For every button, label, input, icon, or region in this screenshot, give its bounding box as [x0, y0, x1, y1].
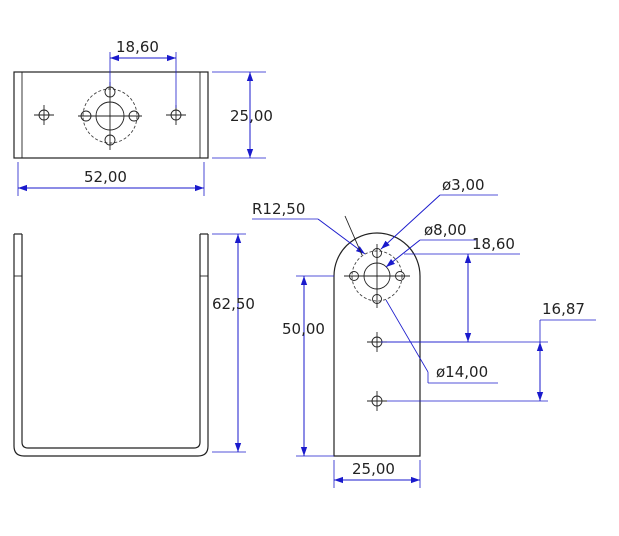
top-hub-pattern: [78, 82, 142, 150]
dim-top-height: 25,00: [212, 71, 273, 159]
label-side-height: 50,00: [282, 320, 325, 338]
side-centerline-diag-a: [344, 215, 363, 256]
dim-side-hole-center: ø8,00: [385, 221, 476, 268]
side-view-outline: [333, 232, 421, 457]
dim-top-width: 52,00: [17, 162, 205, 196]
label-top-spacing: 18,60: [116, 38, 159, 56]
dim-side-lower-spacing: 16,87: [387, 300, 596, 402]
label-side-hole-small: ø3,00: [442, 176, 485, 194]
front-view: 62,50: [13, 233, 255, 457]
dim-front-height: 62,50: [212, 233, 255, 453]
label-top-width: 52,00: [84, 168, 127, 186]
front-view-inner: [21, 234, 201, 449]
top-view-outline: [13, 71, 209, 159]
dim-side-hole-circle: ø14,00: [427, 363, 498, 384]
label-side-lower-spacing: 16,87: [542, 300, 585, 318]
dim-side-height: 50,00: [282, 275, 334, 457]
label-top-height: 25,00: [230, 107, 273, 125]
top-hole-right: [166, 105, 186, 125]
label-side-hole-center: ø8,00: [424, 221, 467, 239]
dim-top-spacing: 18,60: [109, 38, 177, 108]
front-view-outer: [13, 234, 209, 457]
top-hole-left: [34, 105, 54, 125]
top-view: 18,60 25,00 52,00: [13, 38, 273, 196]
label-side-hole-circle: ø14,00: [436, 363, 488, 381]
label-front-height: 62,50: [212, 295, 255, 313]
dim-side-spacing: 18,60: [381, 235, 520, 343]
dim-side-radius: R12,50: [252, 200, 366, 255]
label-side-spacing: 18,60: [472, 235, 515, 253]
label-side-radius: R12,50: [252, 200, 305, 218]
side-hub-pattern: [344, 244, 410, 308]
label-side-width: 25,00: [352, 460, 395, 478]
dim-side-width: 25,00: [333, 460, 421, 488]
side-view: R12,50 ø3,00 ø8,00 18,60: [252, 176, 596, 488]
side-leader-hole-circle: [385, 299, 429, 373]
side-hole-bottom: [367, 391, 387, 411]
dim-side-hole-small: ø3,00: [380, 176, 498, 250]
